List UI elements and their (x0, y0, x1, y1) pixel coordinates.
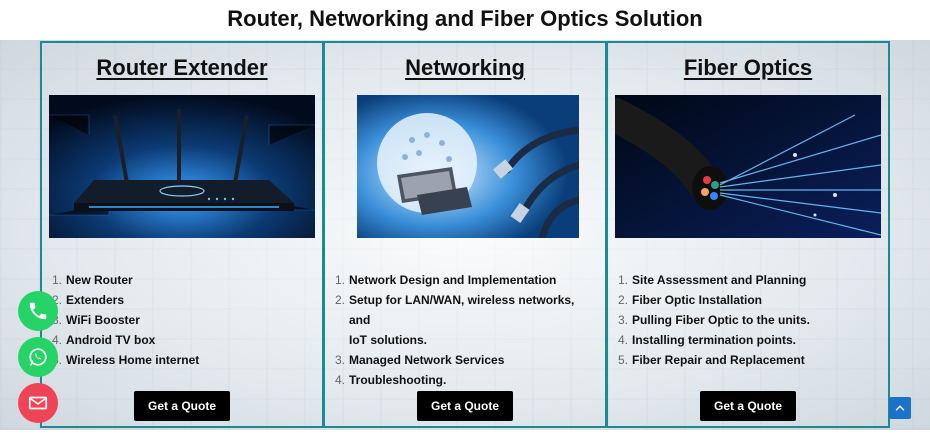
get-quote-button[interactable]: Get a Quote (700, 391, 796, 421)
card-title: Router Extender (96, 55, 268, 80)
list-item: 4.Android TV box (52, 333, 156, 347)
card-networking: Networking (323, 41, 607, 428)
get-quote-button[interactable]: Get a Quote (417, 391, 513, 421)
fiber-optics-image (615, 95, 881, 238)
list-item: 2.Fiber Optic Installation (618, 293, 763, 307)
networking-image (357, 95, 579, 238)
list-item: 3.Managed Network Services (335, 353, 505, 367)
page-title: Router, Networking and Fiber Optics Solu… (227, 6, 703, 31)
card-fiber-optics: Fiber Optics 1.Site As (606, 41, 890, 428)
service-list: 1.New Router 2.Extenders 3.WiFi Booster … (52, 270, 314, 370)
list-item: 1.Site Assessment and Planning (618, 273, 807, 287)
phone-button[interactable] (18, 291, 58, 331)
list-item: 5.Wireless Home internet (52, 353, 200, 367)
list-item: IoT solutions. (349, 333, 427, 347)
bottom-strip (0, 430, 930, 437)
router-image (49, 95, 315, 238)
email-icon (28, 396, 48, 410)
list-item: 4.Troubleshooting. (335, 373, 447, 387)
whatsapp-button[interactable] (18, 337, 58, 377)
list-item: 1.Network Design and Implementation (335, 273, 557, 287)
service-list: 1.Network Design and Implementation 2.Se… (335, 270, 597, 390)
card-router-extender: Router Extender 1 (40, 41, 324, 428)
whatsapp-icon (29, 348, 47, 366)
scroll-top-button[interactable] (889, 397, 911, 419)
list-item: 3.Pulling Fiber Optic to the units. (618, 313, 810, 327)
card-title: Networking (405, 55, 525, 80)
list-item: 5.Fiber Repair and Replacement (618, 353, 805, 367)
phone-icon (29, 302, 47, 320)
service-list: 1.Site Assessment and Planning 2.Fiber O… (618, 270, 880, 370)
card-title: Fiber Optics (683, 55, 813, 80)
email-button[interactable] (18, 383, 58, 423)
list-item: 1.New Router (52, 273, 133, 287)
list-item: 3.WiFi Booster (52, 313, 140, 327)
list-item: 2.Extenders (52, 293, 125, 307)
chevron-up-icon (895, 405, 905, 411)
list-item: 4.Installing termination points. (618, 333, 797, 347)
list-item: 2.Setup for LAN/WAN, wireless networks, … (335, 293, 575, 327)
get-quote-button[interactable]: Get a Quote (134, 391, 230, 421)
